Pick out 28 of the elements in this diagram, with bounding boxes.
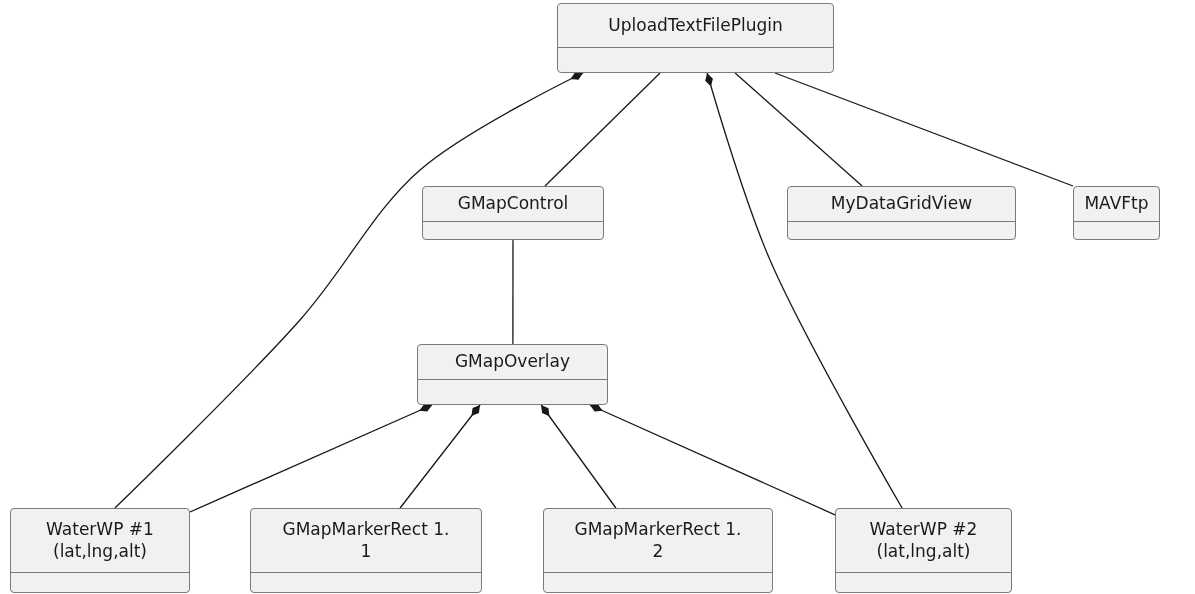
composition-line — [705, 72, 903, 509]
composition-line — [589, 404, 836, 516]
class-name: UploadTextFilePlugin — [607, 14, 784, 37]
class-name: GMapOverlay — [453, 351, 572, 373]
class-box — [250, 508, 482, 593]
class-box — [835, 508, 1012, 593]
class-box — [10, 508, 190, 593]
class-box — [557, 3, 834, 73]
class-name: GMapMarkerRect 1. 2 — [573, 519, 743, 562]
composition-line — [189, 404, 433, 513]
class-name: GMapMarkerRect 1. 1 — [281, 519, 451, 562]
association-line — [544, 72, 661, 187]
class-name: WaterWP #2 (lat,lng,alt) — [868, 519, 979, 562]
class-name: MyDataGridView — [829, 193, 974, 215]
class-name: WaterWP #1 (lat,lng,alt) — [45, 519, 155, 562]
composition-line — [540, 404, 617, 509]
association-line — [734, 72, 863, 187]
association-line — [774, 72, 1074, 187]
class-box — [417, 344, 608, 405]
composition-line — [399, 404, 481, 509]
class-box — [1073, 186, 1160, 240]
class-box — [422, 186, 604, 240]
class-name: GMapControl — [456, 193, 570, 215]
class-name: MAVFtp — [1083, 193, 1150, 215]
composition-line — [114, 72, 584, 509]
class-box — [787, 186, 1016, 240]
association-line — [512, 239, 514, 345]
class-box — [543, 508, 773, 593]
